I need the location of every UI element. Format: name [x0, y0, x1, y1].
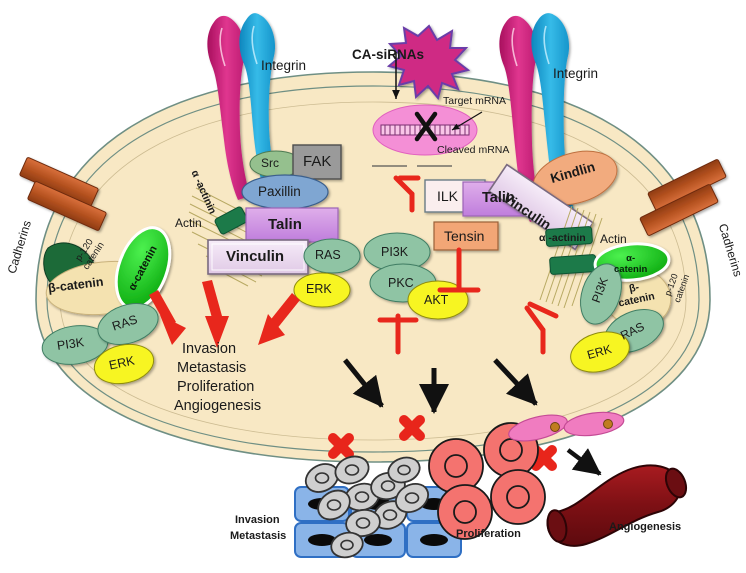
paxillin-label: Paxillin [258, 184, 301, 199]
fak-node [292, 144, 342, 180]
outcome-angiogenesis: Angiogenesis [174, 398, 262, 414]
integrin-right-label: Integrin [553, 66, 599, 81]
cleaved-mrna-label: Cleaved mRNA [437, 144, 510, 156]
red-x-1 [328, 433, 354, 459]
inhibitor-tensin [437, 247, 481, 293]
inhibitor-ilk [393, 175, 421, 213]
sirna-burst-icon [386, 24, 471, 101]
black-arrow-invasion [343, 358, 384, 408]
talin-right-label: Talin [482, 190, 515, 206]
alpha-catenin-right-label: α- catenin [614, 253, 648, 276]
red-x-blocks [328, 415, 557, 471]
pi3k-node-right [580, 263, 622, 325]
ilk-label: ILK [437, 188, 459, 204]
red-arrow-3 [258, 293, 300, 345]
erk-node-left-top [293, 272, 351, 308]
talin-left-label: Talin [268, 216, 302, 233]
vessel-arrow [566, 448, 602, 476]
vinculin-node-left [207, 239, 309, 275]
tensin-node [433, 221, 499, 251]
erk-node-right [570, 331, 630, 373]
target-mrna-pointer [451, 111, 483, 131]
outcome-invasion: Invasion [182, 341, 237, 357]
talin-node-left [245, 207, 339, 243]
integrin-left-label: Integrin [261, 58, 307, 73]
angiogenesis-graphic [508, 411, 688, 547]
red-arrow-1 [149, 290, 186, 345]
alpha-actinin-right [545, 226, 597, 275]
red-activation-arrows [149, 280, 300, 348]
inhibitor-right [524, 301, 559, 355]
inhibitor-tees [377, 175, 559, 355]
pi3k-center-label: PI3K [381, 245, 409, 259]
bottom-angiogenesis-label: Angiogenesis [609, 521, 682, 533]
ras-left-top-label: RAS [315, 248, 341, 262]
target-mrna-label: Target mRNA [443, 95, 507, 107]
cadherin-right [639, 159, 727, 236]
ca-sirnas-label: CA-siRNAs [352, 47, 425, 62]
inhibitor-akt [377, 313, 419, 355]
bottom-proliferation-label: Proliferation [456, 528, 521, 540]
outcome-metastasis: Metastasis [177, 360, 247, 376]
black-outcome-arrows [343, 358, 538, 415]
ras-node-left [97, 303, 159, 345]
pkc-center-label: PKC [388, 276, 414, 290]
erk-node-left [93, 343, 155, 385]
red-arrow-2 [202, 280, 229, 348]
tensin-label: Tensin [444, 228, 485, 244]
outcome-proliferation: Proliferation [177, 379, 255, 395]
erk-left-top-label: ERK [306, 282, 332, 296]
target-mrna-graphic [372, 104, 483, 167]
alpha-actinin-right-label: α -actinin [539, 232, 586, 244]
src-label: Src [261, 156, 279, 170]
vinculin-left-label: Vinculin [226, 248, 285, 265]
alpha-actinin-left [214, 206, 248, 235]
cadherin-left [19, 157, 107, 231]
actin-left-label: Actin [175, 216, 202, 230]
fak-label: FAK [303, 153, 332, 170]
black-arrow-angiogenesis [493, 358, 538, 406]
bottom-invasion-label: Invasion [235, 514, 280, 526]
ras-node-left-top [303, 238, 361, 274]
akt-center-label: AKT [424, 293, 449, 307]
invasion-metastasis-graphic [294, 455, 462, 559]
actin-right-label: Actin [600, 232, 627, 246]
bottom-metastasis-label: Metastasis [230, 530, 287, 542]
